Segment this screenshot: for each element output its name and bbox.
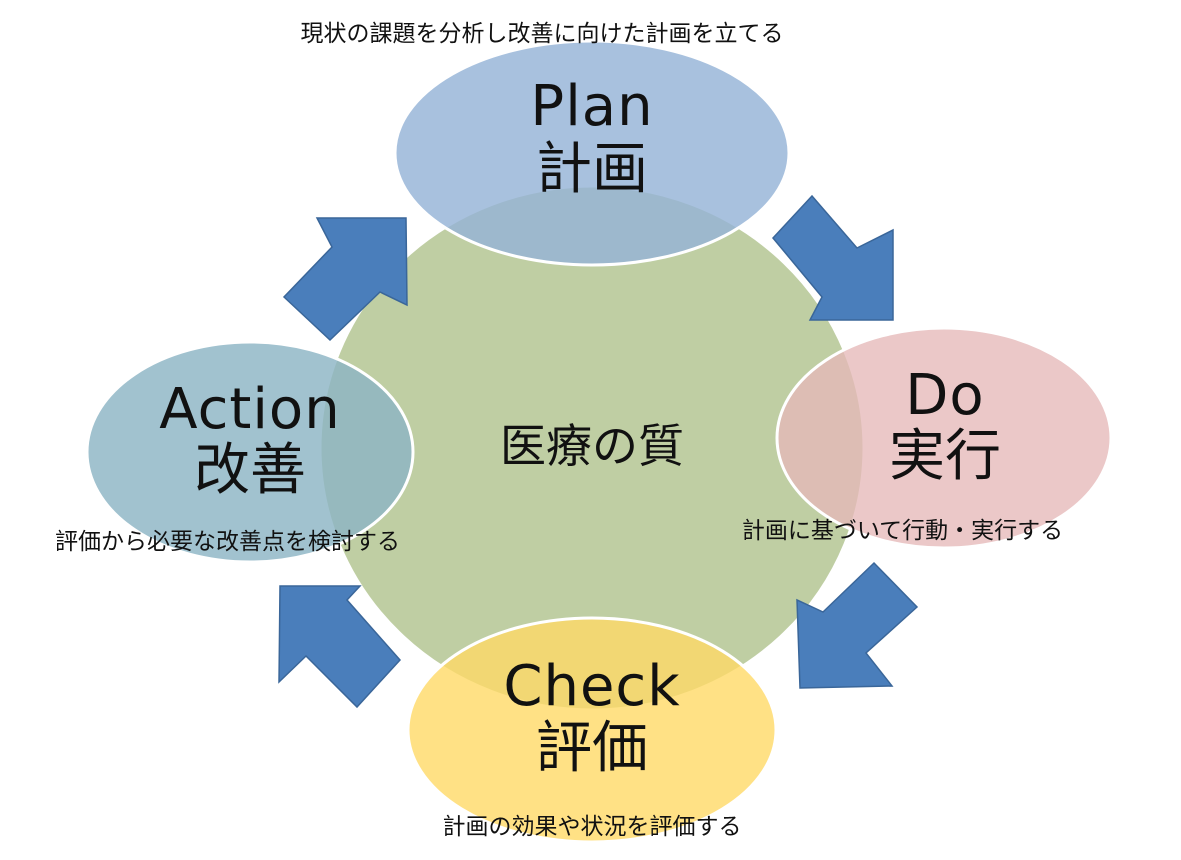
do-title-en: Do	[905, 363, 985, 428]
action-title-en: Action	[159, 377, 341, 442]
arrow-action-to-plan-icon	[282, 217, 408, 342]
do-description: 計画に基づいて行動・実行する	[741, 518, 1064, 544]
plan-title-en: Plan	[530, 74, 654, 139]
do-ellipse	[775, 326, 1113, 550]
check-ellipse	[406, 616, 778, 844]
action-ellipse	[85, 340, 415, 564]
plan-description: 現状の課題を分析し改善に向けた計画を立てる	[300, 21, 784, 47]
action-title-jp: 改善	[194, 438, 306, 503]
arrow-do-to-check-icon	[796, 561, 919, 689]
check-description: 計画の効果や状況を評価する	[442, 814, 742, 840]
check-title-jp: 評価	[536, 716, 648, 781]
plan-ellipse	[393, 39, 791, 267]
center-label: 医療の質	[500, 419, 684, 473]
plan-title-jp: 計画	[536, 137, 648, 202]
action-description: 評価から必要な改善点を検討する	[55, 529, 400, 555]
do-title-jp: 実行	[889, 424, 1001, 489]
check-title-en: Check	[503, 654, 681, 719]
arrow-plan-to-do-icon	[772, 194, 894, 321]
arrow-check-to-action-icon	[278, 585, 402, 709]
